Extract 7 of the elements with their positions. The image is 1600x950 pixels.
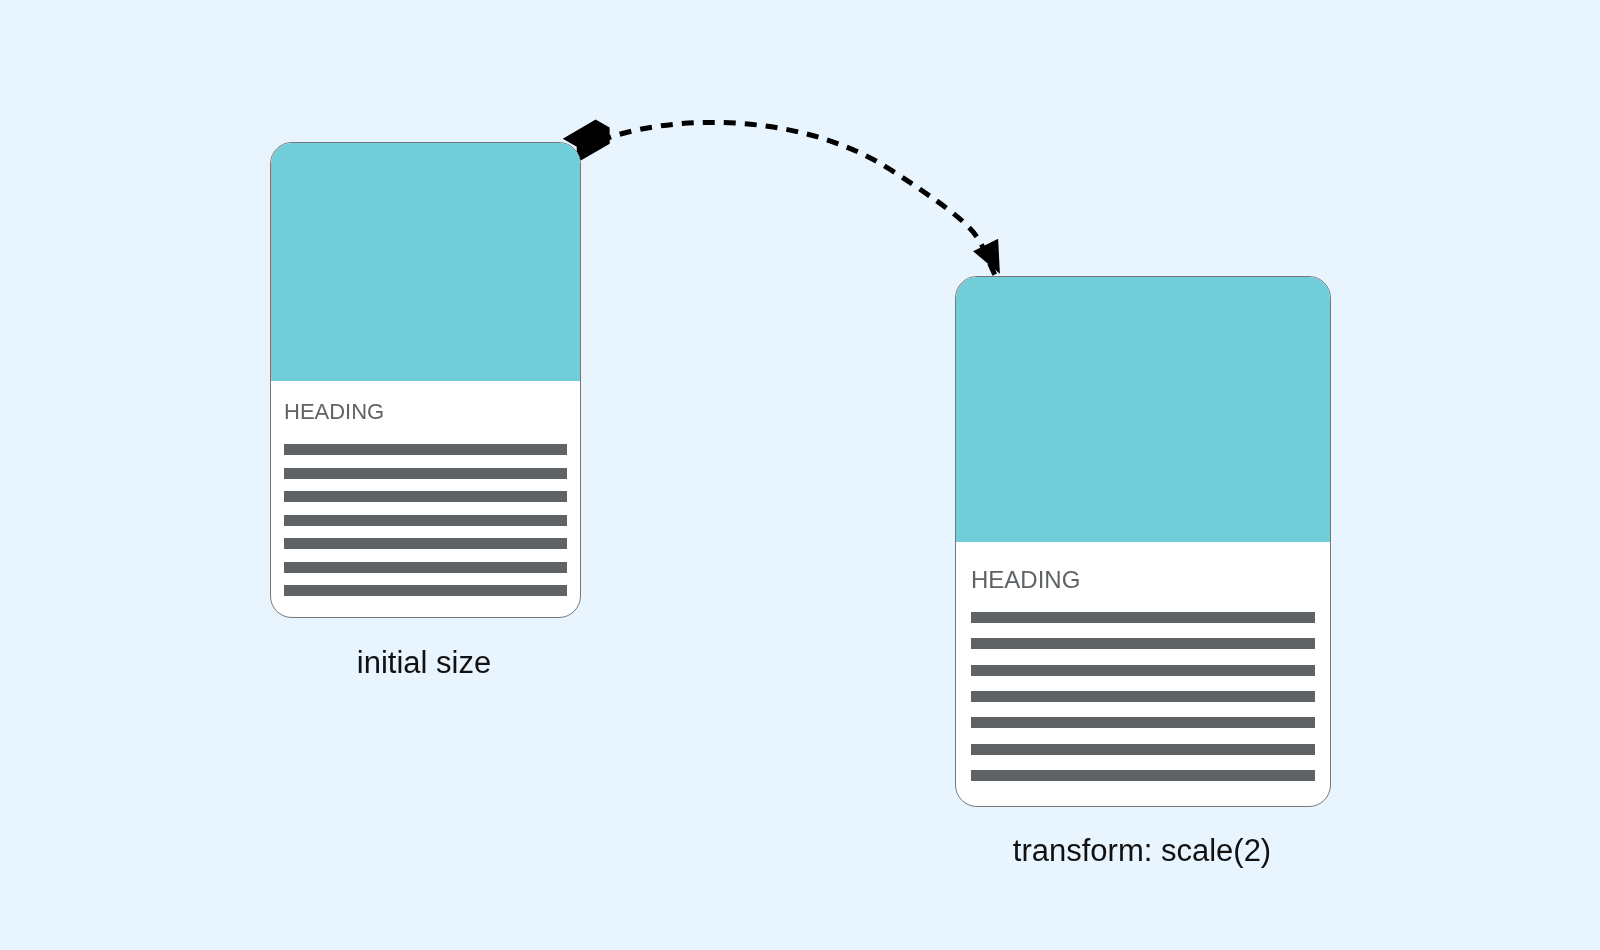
- node-label: initial size: [356, 645, 492, 681]
- curved-arrow: [563, 120, 1000, 277]
- node-label: transform: scale(2): [1012, 833, 1272, 869]
- card-heading: HEADING: [284, 399, 385, 425]
- card: [955, 276, 1331, 807]
- card: [270, 142, 581, 618]
- card-heading: HEADING: [971, 566, 1081, 594]
